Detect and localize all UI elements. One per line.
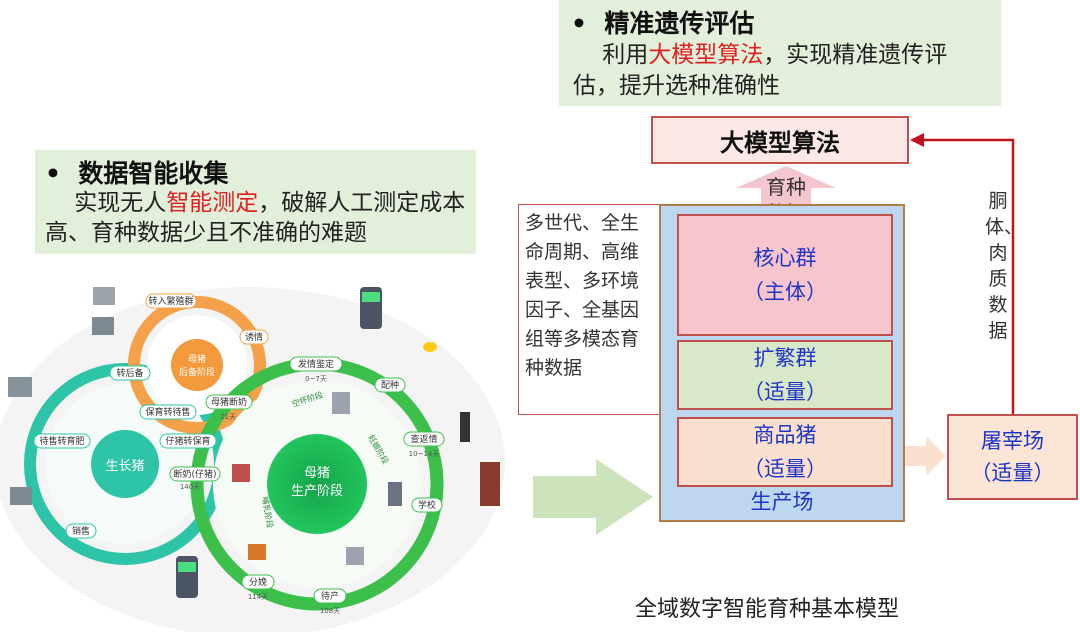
equipment-icon	[480, 462, 500, 506]
sub-21: 21天	[220, 413, 236, 421]
node-sow-weaning: 母猪断奶	[211, 396, 247, 408]
node-farrowing: 待产	[321, 590, 339, 602]
growing-core	[91, 430, 159, 498]
equipment-icon	[388, 482, 402, 506]
data-flow-arrow	[533, 459, 653, 535]
slaughterhouse-box: 屠宰场 （适量）	[947, 414, 1078, 500]
production-label-2: 生产阶段	[291, 484, 343, 499]
equipment-icon	[362, 292, 380, 302]
highlight-text: 大模型算法	[648, 42, 764, 68]
carcass-data-label: 胴体、肉质数据	[985, 190, 1024, 342]
production-core	[267, 434, 367, 534]
node-pill	[239, 329, 269, 345]
sub-108: 108天	[320, 607, 340, 615]
reserve-label-2: 后备阶段	[179, 366, 215, 378]
production-farm: 核心群 （主体） 扩繁群 （适量） 商品猪 （适量） 生产场	[659, 204, 905, 522]
node-pill	[109, 365, 151, 381]
node-pill	[403, 431, 445, 447]
multi-modal-data-box: 多世代、全生命周期、高维表型、多环境因子、全基因组等多模态育种数据	[518, 204, 661, 415]
node-pill	[411, 497, 443, 513]
node-pill	[159, 433, 217, 449]
equipment-icon	[423, 342, 437, 352]
node-estrus: 诱情	[245, 331, 263, 343]
production-label-1: 母猪	[304, 466, 330, 481]
node-school: 学校	[418, 499, 436, 511]
node-estrus-check: 发情鉴定	[298, 358, 334, 370]
node-pill	[313, 588, 347, 604]
callout-body: 利用大模型算法，实现精准遗传评估，提升选种准确性	[573, 42, 948, 99]
node-pill	[145, 293, 197, 309]
node-transfer: 转后备	[116, 367, 143, 379]
commercial-pig-box: 商品猪 （适量）	[677, 417, 893, 487]
equipment-icon	[332, 392, 350, 414]
equipment-icon	[460, 412, 470, 442]
left-callout: • 数据智能收集 实现无人智能测定，破解人工测定成本高、育种数据少且不准确的难题	[35, 150, 476, 254]
node-piglet-nursery: 仔猪转保育	[165, 435, 210, 447]
core-herd-box: 核心群 （主体）	[677, 214, 893, 336]
callout-title: • 精准遗传评估	[571, 9, 755, 38]
farm-label: 生产场	[750, 490, 814, 514]
sub-0-7: 0~7天	[305, 375, 327, 383]
node-nursery-transfer: 保育转待售	[145, 406, 190, 418]
callout-title: • 数据智能收集	[45, 159, 229, 188]
node-weaning: 断奶(仔猪)	[173, 468, 216, 480]
equipment-icon	[346, 547, 364, 565]
commercial-to-slaughter-arrow	[893, 436, 946, 476]
equipment-icon	[232, 464, 250, 482]
node-pill	[65, 523, 97, 539]
node-pill	[139, 404, 197, 420]
equipment-icon	[10, 487, 32, 505]
diagram-caption: 全域数字智能育种基本模型	[635, 597, 900, 622]
top-callout: • 精准遗传评估 利用大模型算法，实现精准遗传评估，提升选种准确性	[559, 0, 1001, 106]
node-pill	[169, 466, 221, 482]
node-mating: 配种	[381, 379, 399, 391]
reserve-ring	[128, 296, 266, 434]
node-pill	[205, 394, 253, 410]
sub-10-14: 10~14天	[409, 450, 440, 458]
equipment-icon	[93, 287, 115, 305]
node-pill	[33, 433, 91, 449]
breeding-data-arrow	[736, 166, 836, 214]
equipment-icon	[178, 562, 196, 572]
feedback-line	[912, 138, 1015, 414]
sub-140: 140天	[180, 483, 200, 491]
sub-114: 114天	[248, 593, 268, 601]
pig-lifecycle-diagram: 生长猪 母猪 后备阶段 母猪 生产阶段 空怀阶段 妊娠阶段 哺乳阶段 转入繁殖群…	[0, 287, 505, 632]
node-pill	[374, 377, 406, 393]
callout-body: 实现无人智能测定，破解人工测定成本高、育种数据少且不准确的难题	[45, 190, 466, 246]
highlight-text: 智能测定	[166, 190, 259, 216]
node-split: 分娩	[249, 576, 267, 588]
node-to-breeding: 转入繁殖群	[148, 295, 193, 307]
node-pill	[241, 574, 275, 590]
multiplier-herd-box: 扩繁群 （适量）	[677, 340, 893, 410]
equipment-icons	[8, 287, 500, 598]
feedback-arrowhead	[910, 133, 924, 147]
model-algorithm-box: 大模型算法	[651, 116, 909, 164]
equipment-icon	[8, 377, 32, 397]
node-pill	[289, 356, 343, 372]
growing-label: 生长猪	[105, 459, 144, 474]
equipment-icon	[248, 544, 266, 560]
node-sale: 销售	[72, 525, 90, 537]
reserve-label-1: 母猪	[188, 353, 206, 365]
node-to-fattening: 待售转育肥	[39, 435, 84, 447]
equipment-icon	[92, 317, 114, 335]
reserve-core	[171, 339, 223, 391]
node-pregnancy: 查返情	[410, 433, 437, 445]
